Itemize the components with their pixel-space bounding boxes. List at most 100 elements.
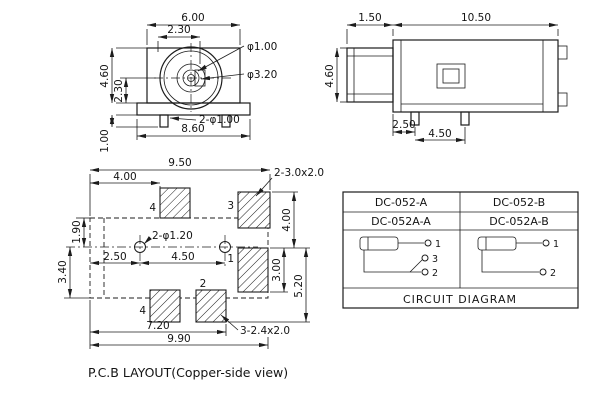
dim-text-slot-bottom: 3-2.4x2.0 [240, 325, 290, 337]
dim-side-height: 4.60 [324, 47, 347, 103]
dim-text-pad1-height: 3.00 [271, 258, 283, 281]
dim-front-center-height: 2.30 [113, 77, 156, 103]
dim-text-left-upper: 1.90 [71, 220, 83, 243]
pad-label-3: 3 [227, 200, 234, 212]
dim-text-pad-offset: 4.00 [113, 171, 136, 183]
pin-label-right-2: 2 [550, 268, 556, 279]
dim-text-width-top: 9.50 [168, 157, 191, 169]
dim-front-bore-dia: φ3.20 [200, 69, 277, 81]
dim-pcb-pad-offset: 4.00 [90, 171, 161, 192]
dim-front-leg-holes: 2-φ1.00 [169, 114, 240, 126]
side-body [392, 39, 559, 113]
dim-pcb-left-lower: 3.40 [57, 247, 92, 299]
dim-text-pin-dia: φ1.00 [247, 41, 277, 53]
dim-pcb-right-top: 4.00 [270, 191, 310, 249]
pad-4-top [159, 187, 191, 219]
pin-label-right-1: 1 [553, 239, 559, 250]
dim-pcb-hole-offset: 2.50 [90, 251, 140, 266]
side-view: 1.50 10.50 4.60 2.50 4.50 [324, 12, 568, 144]
dim-front-leg-length: 1.00 [99, 114, 158, 153]
terminal-1-left [424, 239, 432, 247]
pin-label-left-2: 2 [432, 268, 438, 279]
pad-4-bottom [149, 289, 181, 323]
terminal-2-left [421, 268, 429, 276]
spec-table: DC-052-A DC-052-B DC-052A-A DC-052A-B 1 … [342, 191, 579, 309]
side-pin-1 [410, 111, 420, 126]
dim-text-center-height: 2.30 [113, 79, 125, 102]
pad-label-1: 1 [227, 253, 234, 265]
front-base [136, 102, 251, 116]
pcb-pad-labels: 4 3 1 2 4 [139, 200, 234, 317]
dim-text-width-bottom: 9.90 [167, 333, 190, 345]
pad-1 [237, 247, 269, 293]
dim-text-bore-dia: φ3.20 [247, 69, 277, 81]
dim-text-pin-offset: 2.50 [392, 119, 415, 131]
pcb-holes [66, 235, 258, 267]
dim-pcb-width-bottom: 9.90 [90, 333, 269, 349]
pad-2 [195, 289, 227, 323]
pad-label-4-top: 4 [149, 202, 156, 214]
dim-pcb-left-upper: 1.90 [71, 217, 92, 247]
dim-text-body-length: 10.50 [461, 12, 491, 24]
jack-barrel-right [477, 236, 517, 251]
pad-label-2: 2 [200, 278, 207, 290]
dim-front-top-half: 2.30 [157, 24, 201, 64]
front-leg-left [159, 114, 169, 128]
pin-label-left-1: 1 [435, 239, 441, 250]
dim-front-base-width: 8.60 [136, 119, 251, 140]
dim-text-top-width: 6.00 [181, 12, 204, 24]
side-tab-top [557, 45, 568, 60]
front-leg-right [221, 114, 231, 128]
dim-text-right-top: 4.00 [281, 208, 293, 231]
dim-pcb-slot-bottom: 3-2.4x2.0 [220, 314, 290, 337]
dim-pcb-width-top: 9.50 [89, 157, 271, 216]
dim-text-hole-pitch: 4.50 [171, 251, 194, 263]
dim-side-pin-offset: 2.50 [392, 114, 416, 136]
dim-text-leg-length: 1.00 [99, 129, 111, 152]
pcb-layout: 9.50 4.00 2-3.0x2.0 4.00 1.90 3.40 [57, 157, 324, 380]
dim-text-base-width: 8.60 [181, 123, 204, 135]
dim-text-height: 4.60 [99, 64, 111, 87]
model-cell-aa: DC-052A-A [371, 215, 431, 228]
side-tab-bottom [557, 92, 568, 107]
dim-text-barrel-length: 1.50 [358, 12, 381, 24]
table-border [342, 191, 579, 309]
dim-pcb-pad1-height: 3.00 [270, 248, 288, 293]
pad-label-4-bottom: 4 [139, 305, 146, 317]
dim-front-pin-dia: φ1.00 [197, 41, 277, 72]
dim-side-body-length: 10.50 [393, 12, 559, 36]
dim-pcb-slot-top: 2-3.0x2.0 [255, 167, 324, 197]
dim-text-left-lower: 3.40 [57, 260, 69, 283]
dim-side-barrel-length: 1.50 [346, 12, 394, 44]
side-view-outline [346, 39, 568, 126]
dim-text-right-lower: 5.20 [293, 274, 305, 297]
circuit-symbol-right: 1 2 [477, 236, 559, 279]
dim-text-holes: 2-φ1.20 [152, 230, 193, 242]
pad-3 [237, 191, 271, 229]
model-cell-ab: DC-052A-B [489, 215, 549, 228]
dim-text-slot-top: 2-3.0x2.0 [274, 167, 324, 179]
dim-text-hole-offset: 2.50 [103, 251, 126, 263]
terminal-1-right [542, 239, 550, 247]
dim-pcb-right-lower: 5.20 [228, 248, 310, 323]
dim-pcb-width-bottom-inner: 7.20 [89, 300, 227, 349]
dim-front-height: 4.60 [99, 47, 147, 104]
pcb-pads [149, 187, 271, 323]
dim-pcb-holes-label: 2-φ1.20 [143, 230, 193, 245]
model-cell-b: DC-052-B [493, 196, 545, 209]
front-view: 6.00 2.30 φ1.00 φ3.20 4.60 2.30 [99, 12, 277, 153]
dim-text-pin-pitch: 4.50 [428, 128, 451, 140]
dim-text-leg-holes: 2-φ1.00 [199, 114, 240, 126]
side-pin-2 [460, 111, 470, 126]
model-cell-a: DC-052-A [375, 196, 428, 209]
dim-side-pin-pitch: 4.50 [415, 127, 466, 144]
dim-front-top-width: 6.00 [146, 12, 241, 45]
dim-text-top-half: 2.30 [167, 24, 190, 36]
terminal-2-right [539, 268, 547, 276]
dim-pcb-hole-pitch: 4.50 [140, 251, 225, 266]
circuit-symbol-left: 1 3 2 [359, 236, 441, 279]
dim-text-width-bottom-inner: 7.20 [146, 320, 169, 332]
side-button [436, 63, 466, 89]
